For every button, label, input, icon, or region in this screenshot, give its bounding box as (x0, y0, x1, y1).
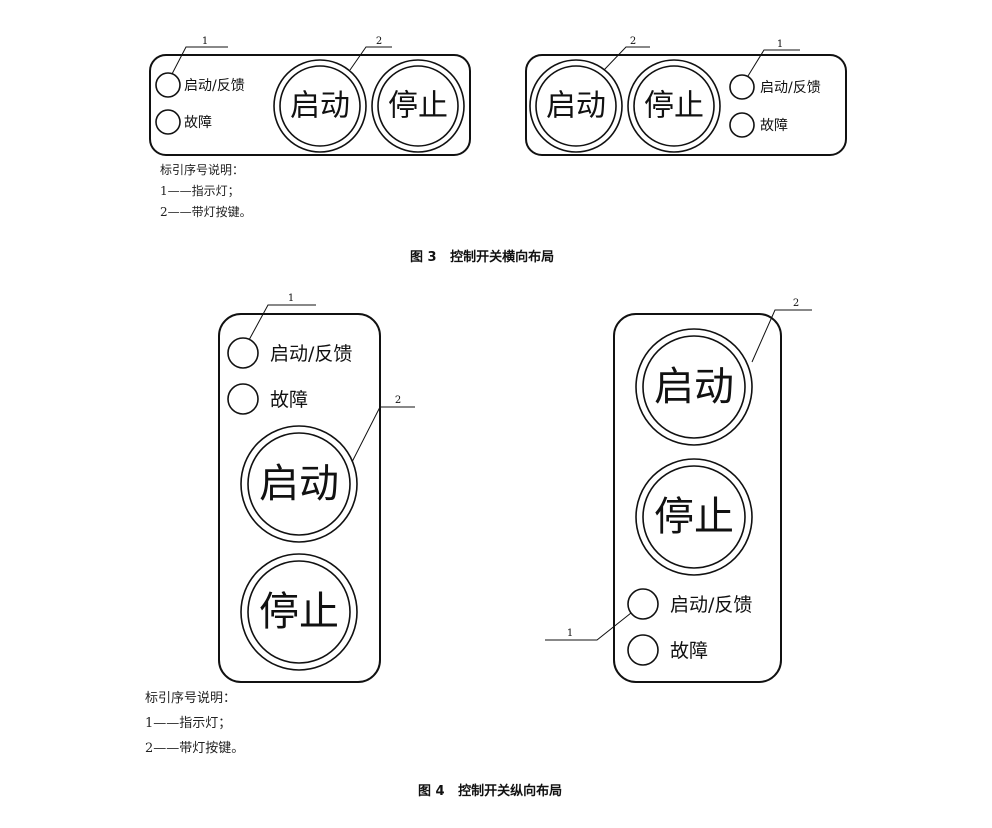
indicator-lamp-fault (627, 634, 659, 666)
stop-button-outer-ring (371, 59, 465, 153)
stop-button-inner-ring (247, 560, 351, 664)
start-button-inner-ring (247, 432, 351, 536)
indicator-lamp-fault (155, 109, 181, 135)
callout-2-leader (751, 309, 812, 363)
lamp-label-fault: 故障 (270, 389, 308, 411)
start-button-label: 启动 (290, 89, 350, 124)
legend-title: 标引序号说明： (160, 163, 245, 177)
legend-item-2: 2——带灯按键。 (145, 741, 245, 756)
start-button-outer-ring (529, 59, 623, 153)
callout-1-leader (248, 304, 316, 341)
callout-1-number: 1 (202, 36, 208, 47)
legend-item-1: 1——指示灯； (145, 716, 232, 731)
callout-2-number: 2 (376, 36, 382, 47)
callout-2-number: 2 (630, 36, 636, 47)
lamp-label-fault: 故障 (184, 115, 212, 131)
indicator-lamp-feedback (627, 588, 659, 620)
indicator-lamp-fault (729, 112, 755, 138)
indicator-lamp-feedback (155, 72, 181, 98)
panel-frame (613, 313, 782, 683)
start-button-inner-ring (535, 65, 617, 147)
fig4-caption: 图 4 控制开关纵向布局 (418, 784, 563, 799)
lamp-label-feedback: 启动/反馈 (670, 594, 752, 616)
callout-2-number: 2 (395, 395, 401, 406)
stop-button-label: 停止 (259, 589, 339, 635)
stop-button-inner-ring (642, 465, 746, 569)
start-button-outer-ring (240, 425, 358, 543)
fig3-left-panel: 启动/反馈 故障 启动 停止 1 2 (149, 36, 471, 156)
legend-title: 标引序号说明： (145, 691, 237, 706)
indicator-lamp-feedback (729, 74, 755, 100)
fig4-left-panel: 启动/反馈 故障 启动 停止 1 2 (218, 293, 415, 683)
start-button-inner-ring (279, 65, 361, 147)
stop-button-outer-ring (627, 59, 721, 153)
lamp-label-feedback: 启动/反馈 (270, 343, 352, 365)
stop-button-inner-ring (633, 65, 715, 147)
fig4-right-panel: 启动 停止 启动/反馈 故障 2 1 (545, 298, 812, 683)
panel-frame (149, 54, 471, 156)
callout-2-leader (603, 46, 650, 71)
lamp-label-feedback: 启动/反馈 (760, 80, 821, 96)
callout-2-number: 2 (793, 298, 799, 309)
callout-1-number: 1 (777, 39, 783, 50)
start-button-outer-ring (635, 328, 753, 446)
stop-button-outer-ring (635, 458, 753, 576)
start-button-label: 启动 (546, 89, 606, 124)
indicator-lamp-feedback (227, 337, 259, 369)
fig3-legend: 标引序号说明： 1——指示灯； 2——带灯按键。 (160, 160, 252, 223)
stop-button-label: 停止 (388, 89, 448, 124)
stop-button-inner-ring (377, 65, 459, 147)
legend-item-1: 1——指示灯； (160, 184, 240, 198)
lamp-label-fault: 故障 (670, 640, 708, 662)
start-button-label: 启动 (654, 364, 734, 410)
panel-frame (218, 313, 381, 683)
start-button-inner-ring (642, 335, 746, 439)
lamp-label-feedback: 启动/反馈 (184, 78, 245, 94)
fig3-caption: 图 3 控制开关横向布局 (410, 250, 555, 265)
fig3-right-panel: 启动 停止 启动/反馈 故障 2 1 (525, 36, 847, 156)
lamp-label-fault: 故障 (760, 118, 788, 134)
callout-2-leader (351, 406, 415, 463)
start-button-label: 启动 (259, 461, 339, 507)
stop-button-label: 停止 (654, 494, 734, 540)
start-button-outer-ring (273, 59, 367, 153)
callout-1-leader (747, 49, 800, 77)
callout-1-number: 1 (567, 628, 573, 639)
panel-frame (525, 54, 847, 156)
callout-2-leader (349, 46, 392, 71)
indicator-lamp-fault (227, 383, 259, 415)
fig4-legend: 标引序号说明： 1——指示灯； 2——带灯按键。 (145, 686, 244, 761)
callout-1-number: 1 (288, 293, 294, 304)
legend-item-2: 2——带灯按键。 (160, 205, 252, 219)
callout-1-leader (545, 612, 632, 641)
stop-button-label: 停止 (644, 89, 704, 124)
callout-1-leader (171, 46, 228, 75)
stop-button-outer-ring (240, 553, 358, 671)
